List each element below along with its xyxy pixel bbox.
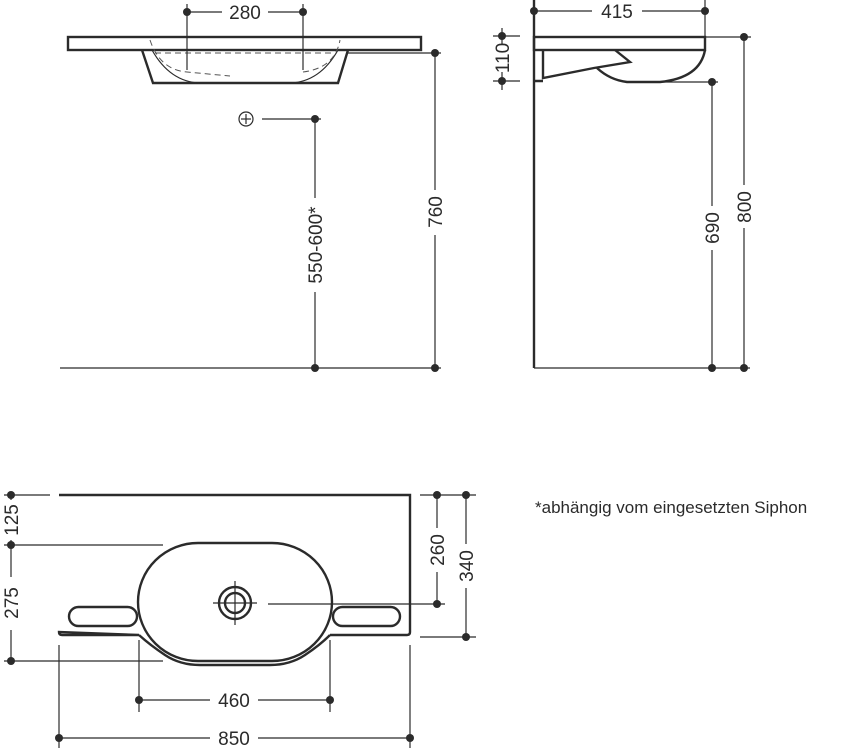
dim-underside-height: 690	[703, 212, 724, 244]
dim-rim-to-bowl: 125	[2, 504, 23, 536]
left-grip-slot	[67, 605, 139, 628]
dim-wall-to-drain: 260	[428, 534, 449, 566]
front-hidden-lines	[149, 39, 341, 77]
front-bowl-outline	[140, 49, 350, 85]
footnote: *abhängig vom eingesetzten Siphon	[535, 498, 807, 517]
side-bracket	[541, 49, 633, 80]
right-grip-slot	[331, 605, 402, 628]
dim-total-depth: 340	[457, 550, 478, 582]
front-rim	[66, 35, 423, 52]
siphon-center-icon	[238, 111, 254, 127]
top-view: 125 275 260 340 460 850	[2, 491, 478, 750]
dim-siphon-height: 550-600*	[306, 206, 327, 284]
top-outline	[57, 493, 412, 637]
dim-bowl-length: 275	[2, 587, 23, 619]
dim-depth: 415	[601, 2, 633, 23]
top-front-lip	[138, 634, 331, 667]
dim-total-width: 850	[218, 729, 250, 750]
side-rim	[532, 35, 707, 52]
dim-total-height: 760	[426, 196, 447, 228]
front-view: 280 760 550-600*	[60, 3, 447, 372]
front-bowl-curve	[151, 49, 339, 84]
dim-tap-spacing: 280	[229, 3, 261, 24]
dim-rim-thickness: 110	[493, 43, 514, 73]
drain-icon	[213, 581, 257, 625]
top-bowl	[136, 541, 334, 663]
dim-top-height: 800	[735, 191, 756, 223]
side-view: 415 110 800 690	[492, 0, 756, 372]
dim-bowl-width: 460	[218, 691, 250, 712]
